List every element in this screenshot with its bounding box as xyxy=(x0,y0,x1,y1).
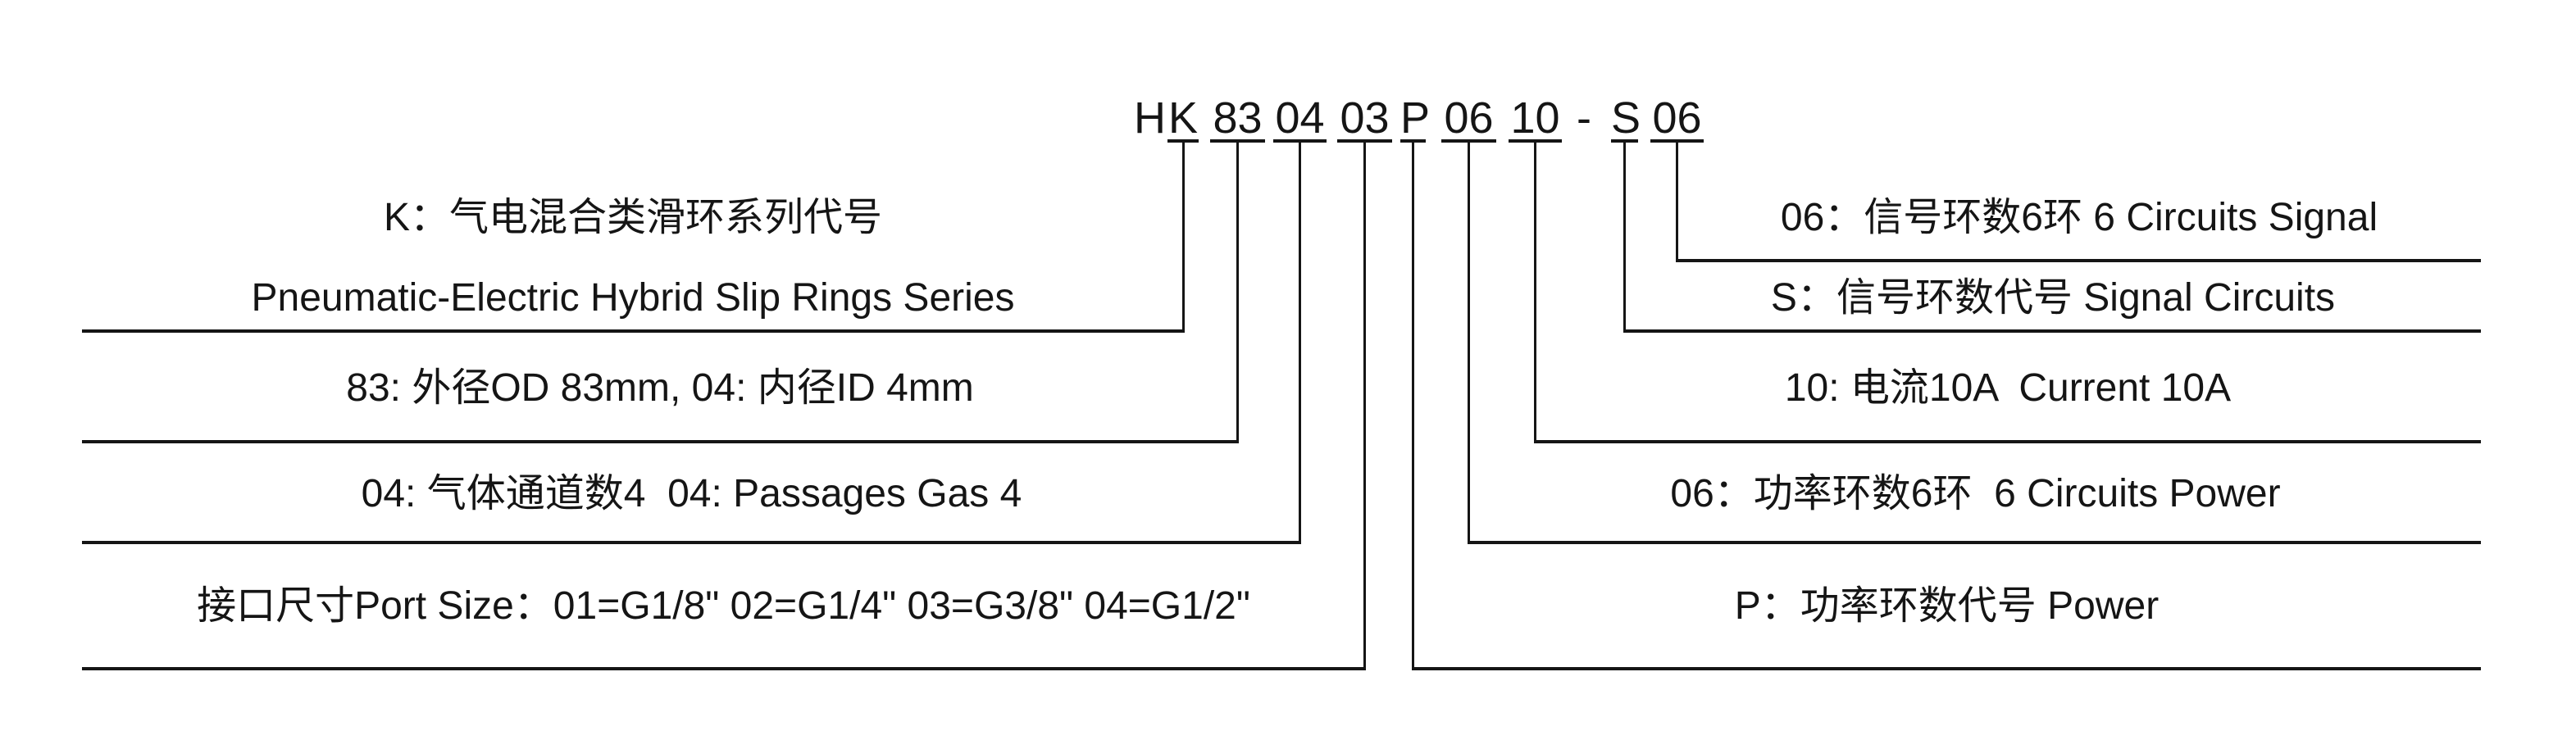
left-label-text: Pneumatic-Electric Hybrid Slip Rings Ser… xyxy=(251,276,1015,320)
left-label-text: K：气电混合类滑环系列代号 xyxy=(383,196,883,239)
connector-line xyxy=(1412,143,1414,670)
right-label-text: 10: 电流10A Current 10A xyxy=(1784,366,2232,410)
code-segment: 04 xyxy=(1273,96,1327,143)
right-rule-line xyxy=(1625,329,2481,333)
right-label-text: 06：功率环数6环 6 Circuits Power xyxy=(1670,472,2281,515)
code-segment: 06 xyxy=(1650,96,1704,143)
code-segment: K xyxy=(1167,93,1199,143)
left-rule-line xyxy=(82,440,1238,443)
connector-line xyxy=(1534,143,1536,443)
connector-line xyxy=(1299,143,1301,544)
code-segment: H xyxy=(1134,93,1166,143)
connector-line xyxy=(1236,143,1239,443)
connector-line xyxy=(1363,143,1366,670)
right-rule-line xyxy=(1470,541,2481,544)
left-label-text: 04: 气体通道数4 04: Passages Gas 4 xyxy=(361,472,1022,515)
right-rule-line xyxy=(1535,440,2481,443)
code-segment: 83 xyxy=(1210,96,1265,143)
code-segment: 03 xyxy=(1337,96,1392,143)
left-label-text: 83: 外径OD 83mm, 04: 内径ID 4mm xyxy=(346,366,974,410)
right-label-text: S：信号环数代号 Signal Circuits xyxy=(1770,276,2336,320)
right-rule-line xyxy=(1677,259,2481,262)
right-label-text: 06：信号环数6环 6 Circuits Signal xyxy=(1780,196,2378,239)
left-label-text: 接口尺寸Port Size：01=G1/8" 02=G1/4" 03=G3/8"… xyxy=(197,584,1250,628)
left-rule-line xyxy=(82,329,1184,333)
connector-line xyxy=(1623,143,1626,333)
left-rule-line xyxy=(82,541,1301,544)
code-segment: 10 xyxy=(1509,96,1562,143)
code-segment: S xyxy=(1611,93,1641,143)
code-segment: - xyxy=(1577,93,1591,143)
connector-line xyxy=(1468,143,1470,544)
right-rule-line xyxy=(1413,667,2481,670)
connector-line xyxy=(1181,143,1185,333)
code-segment: 06 xyxy=(1441,96,1496,143)
connector-line xyxy=(1676,143,1678,262)
left-rule-line xyxy=(82,667,1365,670)
right-label-text: P：功率环数代号 Power xyxy=(1734,584,2160,628)
code-segment: P xyxy=(1400,93,1431,143)
